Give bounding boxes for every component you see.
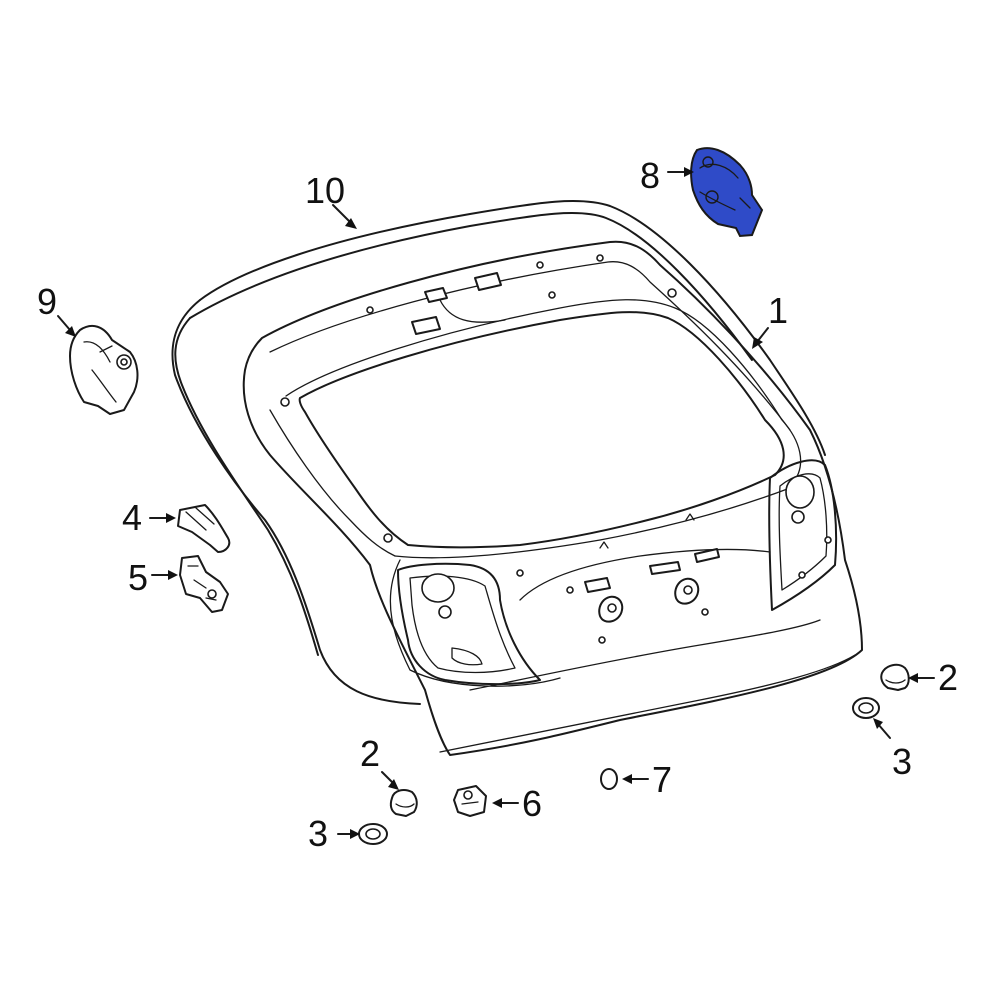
callout-2-lower: 2	[360, 733, 380, 774]
callout-3-right: 3	[892, 741, 912, 782]
callout-4: 4	[122, 497, 142, 538]
callout-10: 10	[305, 170, 345, 211]
washer-lower[interactable]	[358, 823, 388, 845]
hinge-left[interactable]	[69, 324, 139, 415]
bumper-cushion-right[interactable]	[880, 663, 910, 691]
plug[interactable]	[600, 768, 618, 790]
hinge-highlighted[interactable]	[690, 147, 764, 238]
callout-7: 7	[652, 759, 672, 800]
callout-8: 8	[640, 155, 660, 196]
bumper-stop[interactable]	[177, 504, 231, 553]
callout-2-right: 2	[938, 657, 958, 698]
striker[interactable]	[453, 785, 487, 817]
callout-5: 5	[128, 557, 148, 598]
liftgate-panel[interactable]	[242, 240, 863, 756]
callout-6: 6	[522, 783, 542, 824]
callout-1: 1	[768, 290, 788, 331]
bumper-cushion-lower[interactable]	[389, 789, 418, 817]
callout-3-lower: 3	[308, 813, 328, 854]
bracket[interactable]	[179, 555, 229, 613]
callout-9: 9	[37, 281, 57, 322]
washer-right[interactable]	[852, 697, 880, 719]
weatherstrip-seal[interactable]	[171, 199, 826, 705]
leader-lines	[57, 167, 935, 839]
